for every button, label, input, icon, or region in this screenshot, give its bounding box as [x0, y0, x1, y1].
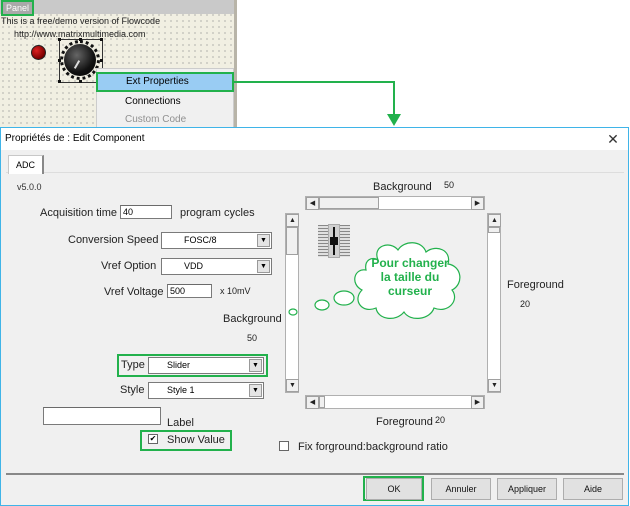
label-caption: Label [167, 417, 194, 429]
type-value: Slider [167, 360, 191, 370]
ok-highlight-box [363, 476, 424, 501]
conversion-speed-value: FOSC/8 [184, 235, 217, 245]
type-select[interactable]: Slider ▼ [148, 357, 264, 374]
menu-item-ext-properties[interactable]: Ext Properties [96, 72, 234, 92]
scroll-left-icon[interactable]: ◀ [306, 396, 319, 409]
demo-url: http://www.matrixmultimedia.com [14, 29, 146, 39]
scroll-up-icon[interactable]: ▲ [286, 214, 299, 227]
scroll-thumb[interactable] [286, 227, 298, 255]
dialog-titlebar[interactable]: Propriétés de : Edit Component ✕ [1, 128, 628, 150]
tab-adc[interactable]: ADC [8, 155, 44, 174]
acquisition-unit-label: program cycles [180, 207, 255, 219]
fix-ratio-label: Fix forground:background ratio [298, 441, 448, 453]
resize-handle[interactable] [58, 59, 61, 62]
foreground-value-bottom: 20 [435, 415, 446, 425]
background-label-left: Background [223, 313, 282, 325]
cancel-button[interactable]: Annuler [431, 478, 491, 500]
scroll-up-icon[interactable]: ▲ [488, 214, 501, 227]
style-value: Style 1 [167, 385, 195, 395]
knob-component[interactable] [64, 44, 96, 76]
panel-tab[interactable]: Panel [1, 0, 35, 16]
callout-line-3: curseur [387, 284, 433, 298]
chevron-down-icon[interactable]: ▼ [257, 260, 270, 273]
annotation-arrow-head [387, 114, 401, 126]
resize-handle[interactable] [100, 59, 103, 62]
slider-preview-icon [318, 224, 350, 258]
menu-item-connections[interactable]: Connections [125, 96, 181, 107]
label-input[interactable] [43, 407, 161, 425]
menu-item-custom-code: Custom Code [125, 114, 187, 125]
resize-handle[interactable] [58, 80, 61, 83]
panel-titlebar [0, 0, 237, 14]
show-value-highlight-box [140, 430, 232, 451]
close-icon[interactable]: ✕ [607, 131, 619, 147]
conversion-speed-select[interactable]: FOSC/8 ▼ [161, 232, 272, 249]
background-label-top: Background [373, 181, 432, 193]
chevron-down-icon[interactable]: ▼ [249, 384, 262, 397]
vref-voltage-input[interactable]: 500 [167, 284, 212, 298]
foreground-label-right: Foreground [507, 279, 564, 291]
resize-handle[interactable] [58, 38, 61, 41]
help-button[interactable]: Aide [563, 478, 623, 500]
context-menu: Ext Properties Connections Custom Code [96, 68, 234, 129]
chevron-down-icon[interactable]: ▼ [257, 234, 270, 247]
background-vscrollbar-left[interactable]: ▲ ▼ [285, 213, 299, 393]
type-label: Type [121, 359, 145, 371]
vref-option-value: VDD [184, 261, 204, 271]
tab-page [6, 172, 624, 475]
scroll-thumb[interactable] [488, 227, 500, 233]
show-value-checkbox[interactable]: ✔ [148, 434, 158, 444]
callout-bubble [288, 242, 461, 319]
resize-handle[interactable] [79, 38, 82, 41]
panel-edge [234, 0, 237, 127]
chevron-down-icon[interactable]: ▼ [249, 359, 262, 372]
acquisition-time-label: Acquisition time [40, 207, 118, 219]
resize-handle[interactable] [100, 38, 103, 41]
resize-handle[interactable] [79, 80, 82, 83]
background-hscrollbar-top[interactable]: ◀ ▶ [305, 196, 485, 210]
scroll-down-icon[interactable]: ▼ [488, 379, 501, 392]
scroll-thumb[interactable] [319, 396, 325, 408]
vref-voltage-unit: x 10mV [220, 286, 251, 296]
vref-voltage-label: Vref Voltage [104, 286, 164, 298]
annotation-arrow-line [232, 81, 394, 83]
scroll-thumb[interactable] [319, 197, 379, 209]
style-select[interactable]: Style 1 ▼ [148, 382, 264, 399]
foreground-label-bottom: Foreground [376, 416, 433, 428]
scroll-right-icon[interactable]: ▶ [471, 197, 484, 210]
show-value-label: Show Value [167, 434, 225, 446]
callout-line-2: la taille du [380, 270, 440, 284]
acquisition-time-input[interactable]: 40 [120, 205, 172, 219]
foreground-vscrollbar-right[interactable]: ▲ ▼ [487, 213, 501, 393]
vref-option-label: Vref Option [101, 260, 157, 272]
edit-component-dialog: Propriétés de : Edit Component ✕ ADC v5.… [0, 127, 629, 506]
callout-text: Pour changer la taille du curseur [358, 256, 462, 298]
vref-option-select[interactable]: VDD ▼ [161, 258, 272, 275]
scroll-down-icon[interactable]: ▼ [286, 379, 299, 392]
annotation-arrow-line [393, 81, 395, 118]
demo-notice: This is a free/demo version of Flowcode [1, 16, 161, 26]
flowcode-panel[interactable] [0, 0, 237, 127]
background-value-left: 50 [247, 333, 258, 343]
scroll-left-icon[interactable]: ◀ [306, 197, 319, 210]
scroll-right-icon[interactable]: ▶ [471, 396, 484, 409]
callout-line-1: Pour changer [371, 256, 449, 270]
conversion-speed-label: Conversion Speed [68, 234, 159, 246]
type-highlight-box [117, 354, 268, 377]
foreground-value-right: 20 [520, 299, 531, 309]
knob-ticks [60, 40, 100, 80]
style-label: Style [120, 384, 145, 396]
dialog-title: Propriétés de : Edit Component [5, 133, 145, 144]
version-label: v5.0.0 [17, 182, 42, 192]
ok-button[interactable]: OK [366, 478, 422, 500]
led-component[interactable] [31, 45, 46, 60]
foreground-hscrollbar-bottom[interactable]: ◀ ▶ [305, 395, 485, 409]
background-value-top: 50 [444, 180, 455, 190]
apply-button[interactable]: Appliquer [497, 478, 557, 500]
fix-ratio-checkbox[interactable] [279, 441, 289, 451]
